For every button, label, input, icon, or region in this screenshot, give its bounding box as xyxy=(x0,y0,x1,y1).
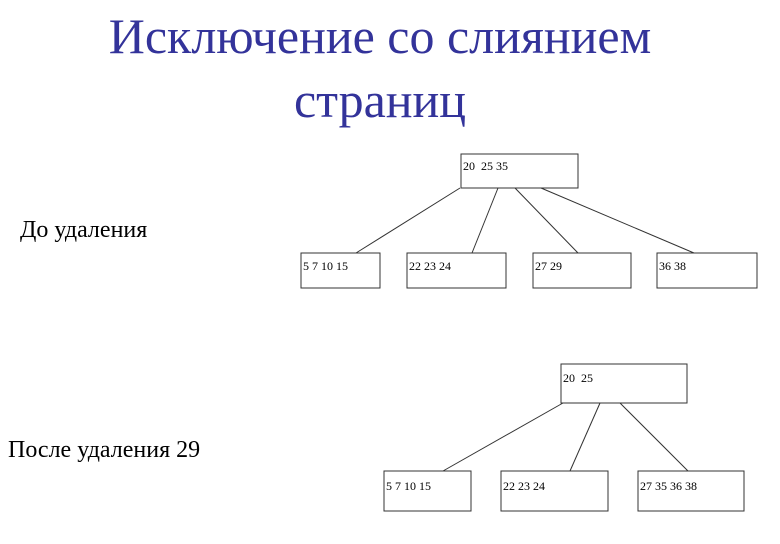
before-leaf-keys: 36 38 xyxy=(659,259,686,273)
before-leaf-keys: 22 23 24 xyxy=(409,259,451,273)
before-leaf-node: 36 38 xyxy=(656,252,758,289)
before-leaf-node: 5 7 10 15 xyxy=(300,252,381,289)
before-leaf-node: 22 23 24 xyxy=(406,252,507,289)
after-label: После удаления 29 xyxy=(8,437,201,463)
after-edge-1 xyxy=(442,402,564,472)
before-edge-1 xyxy=(355,187,461,254)
before-root-keys: 20 25 35 xyxy=(463,159,508,173)
after-root-keys: 20 25 xyxy=(563,371,593,385)
after-root-node: 20 25 xyxy=(560,363,688,404)
before-leaf-node: 27 29 xyxy=(532,252,632,289)
before-label: До удаления xyxy=(20,217,148,243)
before-leaf-keys: 27 29 xyxy=(535,259,562,273)
slide-title-line-2: страниц xyxy=(293,72,467,128)
before-edge-4 xyxy=(540,187,695,254)
before-edge-2 xyxy=(471,187,499,254)
after-leaf-node: 5 7 10 15 xyxy=(383,470,472,512)
after-leaf-keys: 5 7 10 15 xyxy=(386,479,431,493)
after-edge-3 xyxy=(619,402,689,472)
slide-title: Исключение со слиянием страниц xyxy=(0,4,760,132)
before-edge-3 xyxy=(514,187,579,254)
after-leaf-keys: 27 35 36 38 xyxy=(640,479,697,493)
after-edge-2 xyxy=(569,402,601,472)
after-leaf-node: 27 35 36 38 xyxy=(637,470,745,512)
before-root-node: 20 25 35 xyxy=(460,153,579,189)
after-leaf-keys: 22 23 24 xyxy=(503,479,545,493)
slide-title-line-1: Исключение со слиянием xyxy=(108,8,652,64)
after-leaf-node: 22 23 24 xyxy=(500,470,609,512)
before-leaf-keys: 5 7 10 15 xyxy=(303,259,348,273)
